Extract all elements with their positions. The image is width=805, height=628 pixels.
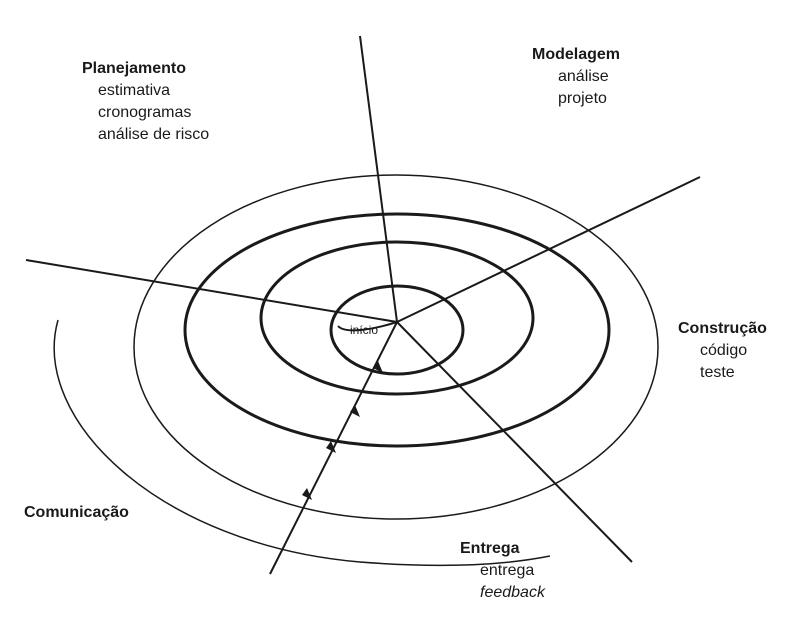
phase-comunicacao: Comunicação [24,502,129,524]
axis-arrowhead-1 [302,488,312,500]
divider-modelagem-construcao [396,176,701,323]
spiral-loop-1 [329,284,465,376]
phase-construcao: Construção código teste [678,318,767,384]
phase-item: código [700,342,748,359]
phase-item: entrega [480,562,535,579]
phase-title: Entrega [460,540,520,557]
phase-item: teste [700,364,735,381]
phase-modelagem: Modelagem análise projeto [532,44,620,110]
phase-title: Comunicação [24,504,129,521]
spiral-loop-3 [183,212,611,448]
axis-arrowhead-2 [326,441,336,453]
phase-planejamento: Planejamento estimativa cronogramas anál… [82,58,209,146]
divider-planejamento-comunicacao [25,259,398,323]
phase-item: análise de risco [98,126,210,143]
divider-planejamento-modelagem [359,35,398,323]
spiral-inner-curve [337,321,398,332]
spiral-outer-arc [53,319,551,567]
phase-title: Planejamento [82,60,187,77]
phase-item: projeto [558,90,607,107]
phase-entrega: Entrega entrega feedback [460,538,545,604]
axis-arrowhead-4 [373,361,383,373]
phase-item: análise [558,68,609,85]
phase-title: Modelagem [532,46,621,63]
phase-item: cronogramas [98,104,192,121]
phase-item: feedback [480,584,545,601]
divider-construcao-entrega [396,321,633,563]
start-label: início [350,323,379,337]
spiral-loop-4 [133,174,659,520]
axis-arrowhead-3 [350,405,360,417]
spiral-loop-2 [259,240,535,396]
phase-item: estimativa [98,82,171,99]
phase-title: Construção [678,320,767,337]
